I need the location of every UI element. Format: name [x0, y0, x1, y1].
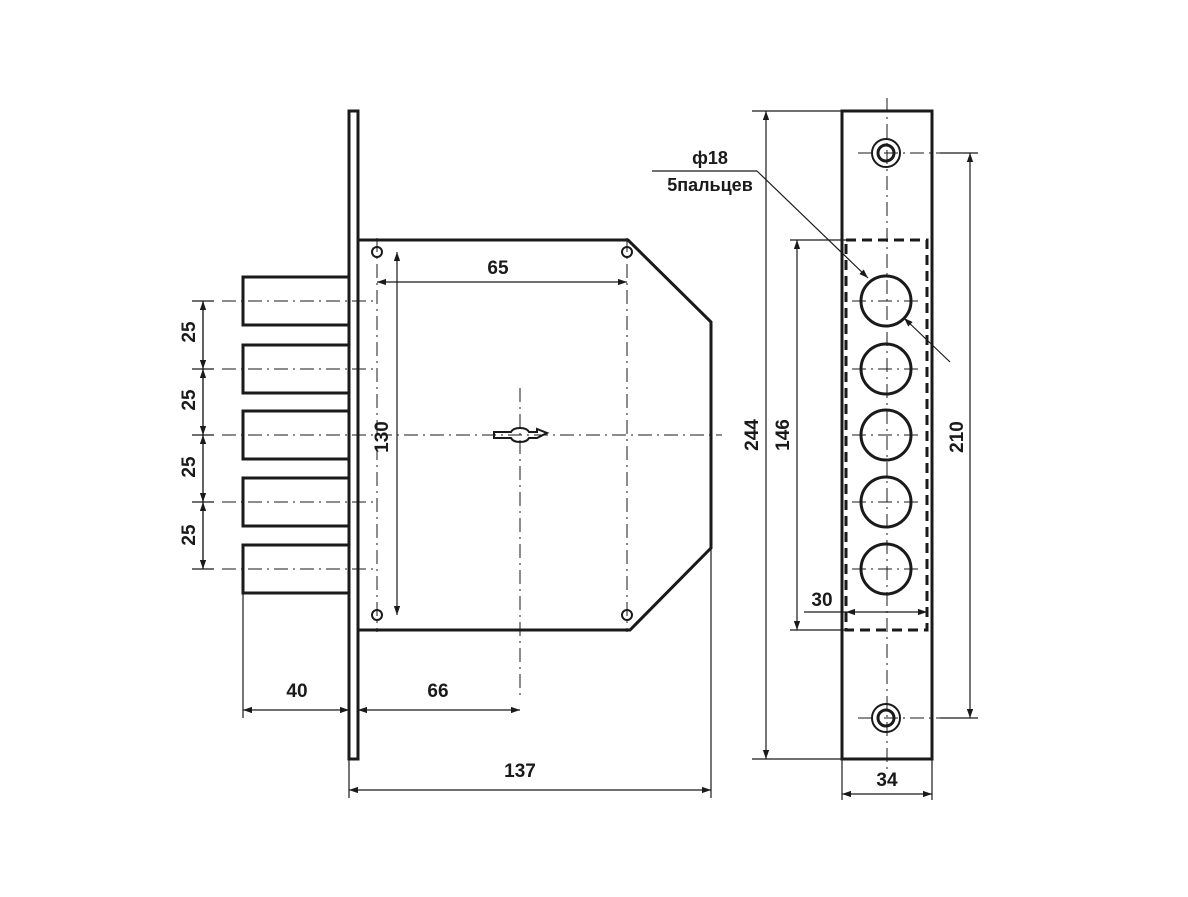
bolt-holes	[852, 274, 920, 596]
center-lines	[222, 238, 722, 700]
bolt-pitch-label: 25	[179, 456, 200, 478]
screw-holes	[858, 138, 940, 733]
bolt-zone-length-label: 146	[773, 419, 794, 451]
bolt-zone-width-label: 30	[811, 590, 832, 611]
strike-width-dimension: 34	[841, 759, 933, 800]
bolt-pitch-label: 25	[179, 524, 200, 546]
backset-dimension: 66	[358, 681, 520, 714]
bolt-pitch-label: 25	[179, 389, 200, 411]
case-depth-label: 137	[504, 761, 536, 782]
strike-length-dimension: 244	[742, 110, 842, 760]
keyhole-icon	[493, 426, 550, 444]
diameter-label: ф18	[692, 148, 728, 168]
strike-length-label: 244	[742, 419, 763, 451]
bolt-count-label: 5пальцев	[667, 175, 753, 195]
fixing-holes	[371, 246, 633, 621]
strike-front-view: ф18 5пальцев 244 146 30 210	[652, 98, 978, 800]
bolt-pitch-label: 25	[179, 321, 200, 343]
backset-label: 66	[427, 681, 448, 702]
diameter-note: ф18 5пальцев	[652, 148, 951, 363]
hole-spacing-vertical-label: 130	[372, 421, 393, 453]
strike-width-label: 34	[876, 770, 898, 791]
bolt-zone-outline	[844, 238, 929, 632]
lock-side-view: 25 25 25 25 65 130 40 66	[179, 109, 722, 798]
hole-spacing-horizontal-dimension: 65	[377, 258, 627, 286]
case-depth-dimension: 137	[348, 548, 712, 798]
bolt-pitch-dimensions: 25 25 25 25	[179, 300, 214, 570]
strike-hole-spacing-label: 210	[947, 421, 968, 453]
hole-spacing-vertical-dimension: 130	[372, 252, 401, 615]
bolt-zone-width-dimension: 30	[804, 590, 927, 616]
hole-spacing-horizontal-label: 65	[487, 258, 509, 279]
bolt-zone-length-dimension: 146	[773, 239, 846, 631]
bolt-throw-dimension: 40	[242, 593, 349, 718]
strike-hole-spacing-dimension: 210	[940, 152, 978, 719]
bolt-throw-label: 40	[286, 681, 307, 702]
